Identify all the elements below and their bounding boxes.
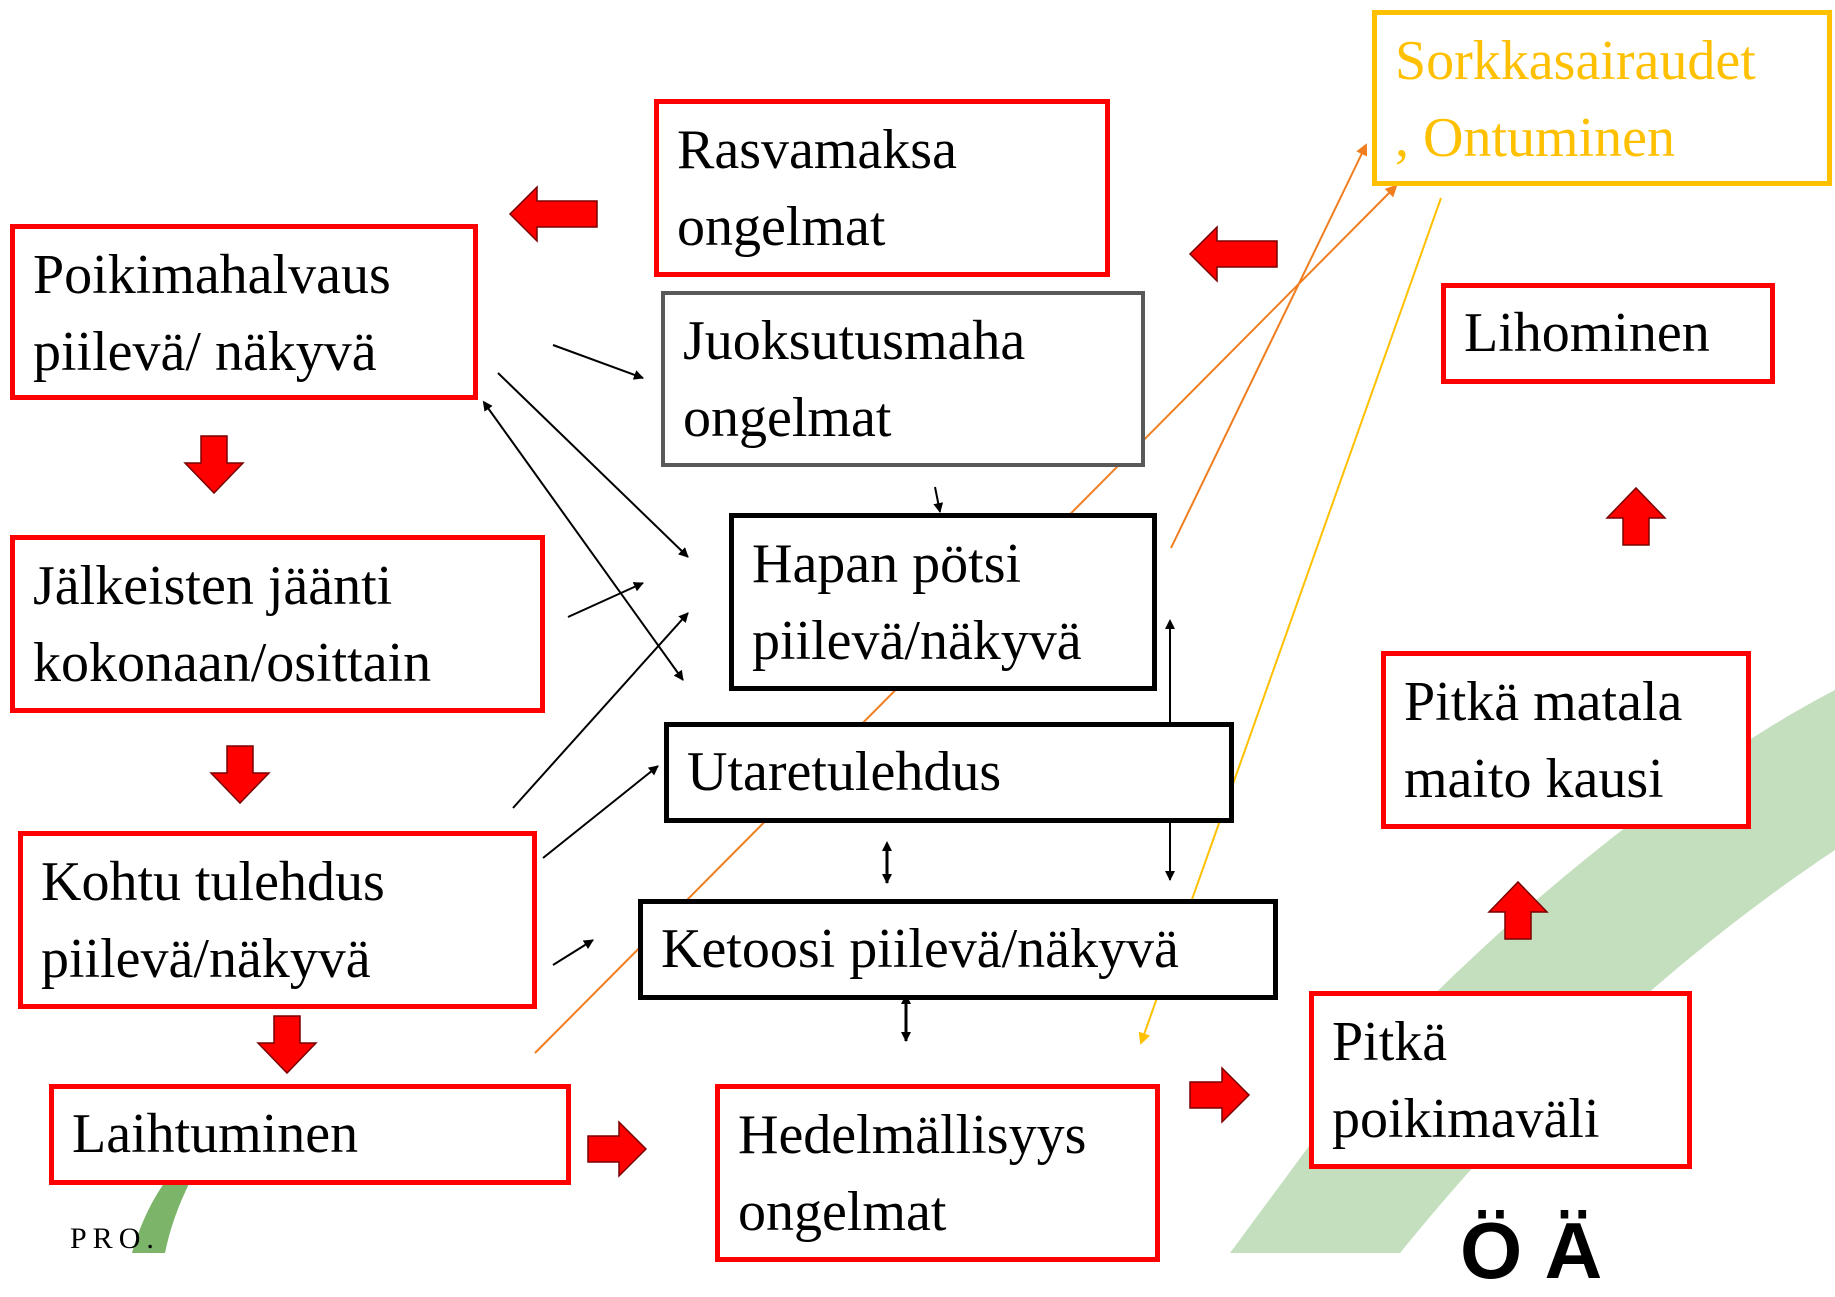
connector-juoksutus-hapan [933,486,944,513]
connector-kohtu-ketoosi [552,939,594,966]
box-rasvamaksa: Rasvamaksa ongelmat [654,99,1110,277]
red-block-arrow-right-hedelmallisyys [1189,1066,1251,1124]
connector-hapan-sorkka-orange [1170,143,1368,549]
diagram-canvas: Rasvamaksa ongelmat Sorkkasairaudet , On… [10,10,1835,1295]
box-utaretulehdus: Utaretulehdus [664,722,1234,823]
box-hapan-potsi: Hapan pötsi piilevä/näkyvä [729,513,1157,691]
box-jalkeisten-jaanti: Jälkeisten jäänti kokonaan/osittain [10,535,545,713]
box-pitka-matala-maitokausi: Pitkä matala maito kausi [1381,651,1751,829]
connector-kohtu-utare [542,765,659,859]
box-sorkkasairaudet: Sorkkasairaudet , Ontuminen [1372,10,1832,186]
box-hedelmallisyys: Hedelmällisyys ongelmat [715,1084,1160,1262]
red-block-arrow-left-top [508,185,598,243]
logo-text: PRO. [70,1222,160,1255]
box-kohtutulehdus: Kohtu tulehdus piilevä/näkyvä [18,831,537,1009]
box-lihominen: Lihominen [1441,283,1775,384]
red-block-arrow-down-kohtu [256,1015,318,1075]
box-juoksutusmaha: Juoksutusmaha ongelmat [661,291,1145,467]
red-block-arrow-up-pitka-poikima [1487,880,1549,940]
connector-poikima-utare-double [482,400,684,681]
red-block-arrow-down-jalkeisten [209,745,271,805]
block-arrow-layer [183,185,1667,1178]
box-laihtuminen: Laihtuminen [49,1084,571,1185]
red-block-arrow-right-laihtuminen [587,1120,648,1178]
box-poikimahalvaus: Poikimahalvaus piilevä/ näkyvä [10,224,478,400]
connector-jalkeisten-hapan [567,582,644,618]
partial-bottom-text: Ö Ä [1460,1206,1603,1295]
box-ketoosi: Ketoosi piilevä/näkyvä [638,899,1278,1000]
red-block-arrow-down-poikima [183,435,245,495]
box-pitka-poikimavali: Pitkä poikimaväli [1309,991,1692,1169]
red-block-arrow-up-pitka-matala [1605,486,1667,546]
red-block-arrow-left-rasvamaksa [1188,225,1278,283]
connector-poikima-juoksutus [552,344,644,380]
connector-kohtu-hapan [512,612,689,809]
